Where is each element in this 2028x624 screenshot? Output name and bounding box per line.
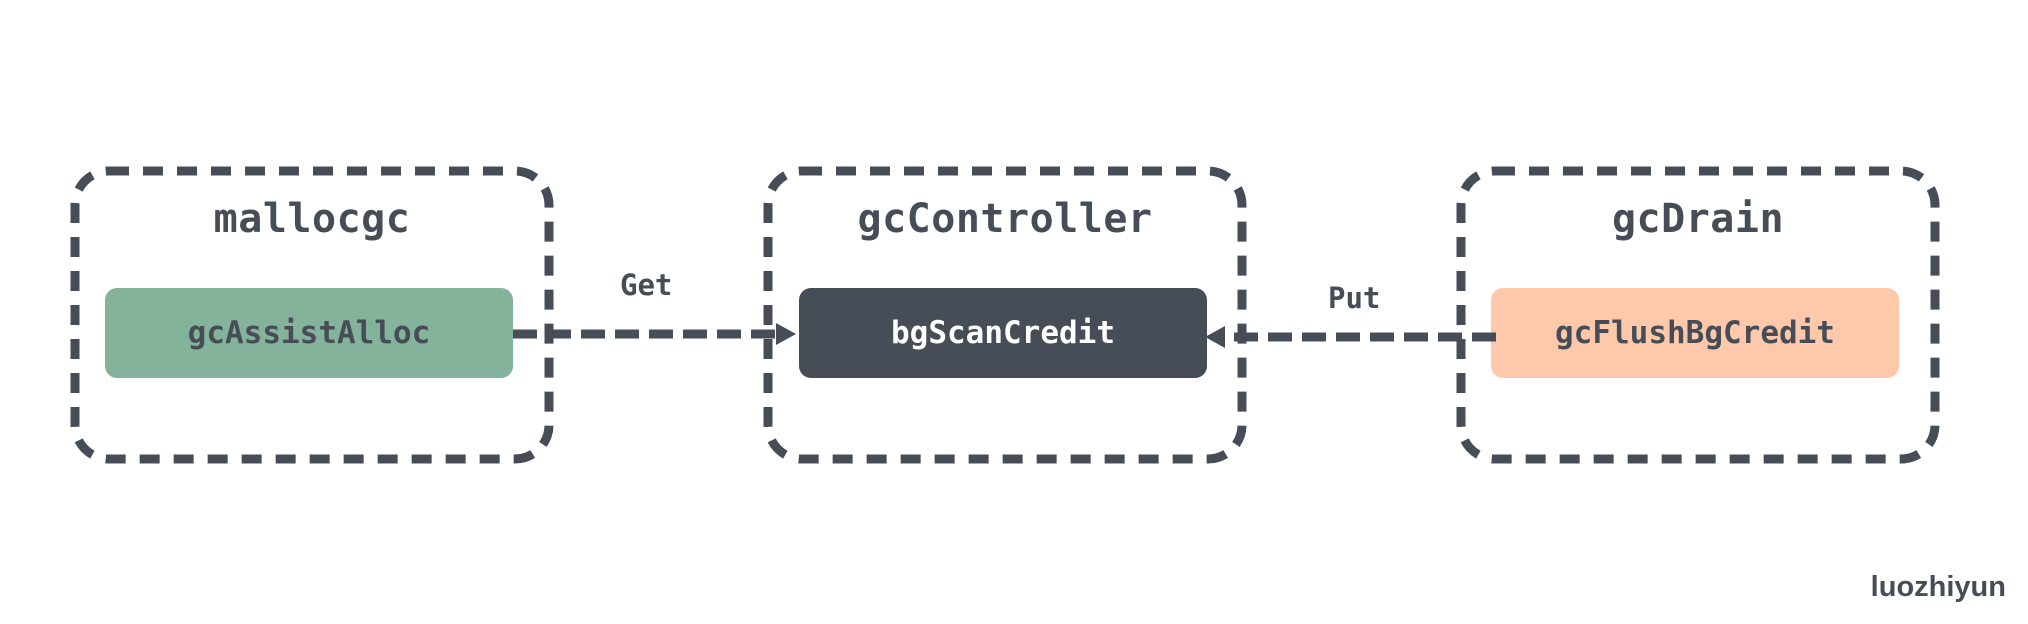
node-bgscancredit: bgScanCredit: [799, 288, 1207, 378]
arrowhead-right-icon: [776, 323, 796, 345]
watermark-text: luozhiyun: [1870, 571, 2006, 603]
group-mallocgc: mallocgc gcAssistAlloc: [70, 166, 554, 464]
group-gccontroller: gcController bgScanCredit: [763, 166, 1247, 464]
group-title: gcDrain: [1611, 196, 1785, 242]
group-title: gcController: [857, 196, 1153, 242]
group-frame: [70, 166, 554, 464]
edge-label-get: Get: [620, 268, 673, 302]
edge-label-put: Put: [1328, 281, 1381, 315]
group-title: mallocgc: [213, 196, 411, 242]
edge-get: [513, 323, 796, 345]
group-frame: [1456, 166, 1940, 464]
node-gcassistalloc: gcAssistAlloc: [105, 288, 513, 378]
group-gcdrain: gcDrain gcFlushBgCredit: [1456, 166, 1940, 464]
group-frame: [763, 166, 1247, 464]
node-gcflushbgcredit: gcFlushBgCredit: [1491, 288, 1899, 378]
arrowhead-left-icon: [1205, 326, 1225, 348]
edge-put: [1205, 326, 1496, 348]
